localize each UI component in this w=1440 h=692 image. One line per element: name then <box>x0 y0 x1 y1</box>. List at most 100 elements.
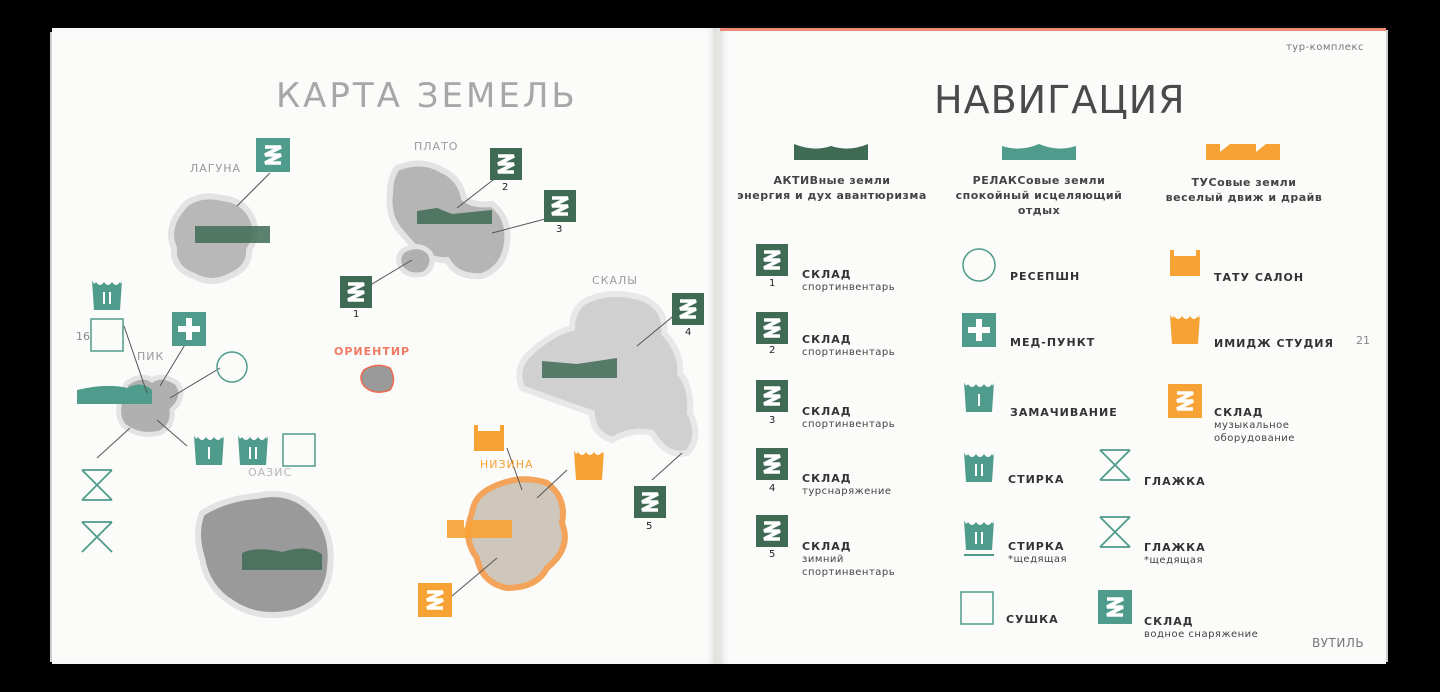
iron-gentle-legend-icon <box>1099 516 1131 548</box>
active-lands-banner-icon <box>794 144 868 160</box>
map-num-4: 4 <box>685 327 692 338</box>
page-stack-edge-right <box>1384 30 1388 662</box>
warehouse-icon-legend-5 <box>756 515 788 547</box>
label-oazis: ОАЗИС <box>248 466 293 479</box>
legend-wash-gentle-note: *щедящая <box>1008 554 1068 565</box>
warehouse-icon-legend-2 <box>756 312 788 344</box>
legend-wash-gentle: СТИРКА <box>1008 540 1065 553</box>
warehouse-icon-1 <box>340 276 372 308</box>
legend-num-5: 5 <box>769 549 776 560</box>
right-page-navigation: тур-комплекс НАВИГАЦИЯ 21 ВУТИЛЬ АКТИВны… <box>718 28 1386 664</box>
reception-circle-icon <box>216 351 248 383</box>
dry-legend-icon <box>960 591 994 625</box>
label-skaly: СКАЛЫ <box>592 274 638 287</box>
legend-music-warehouse-sub: музыкальное оборудование <box>1214 420 1295 444</box>
legend-music-warehouse: СКЛАД <box>1214 406 1264 419</box>
book-spine <box>716 28 720 664</box>
wash-legend-icon <box>964 452 994 482</box>
iron-legend-icon <box>1099 449 1131 481</box>
left-page-map: КАРТА ЗЕМЕЛЬ 16 <box>52 28 718 664</box>
legend-label-1: СКЛАД <box>802 268 852 281</box>
dry-square-icon <box>90 318 124 352</box>
legend-wash: СТИРКА <box>1008 473 1065 486</box>
legend-water-gear: СКЛАД <box>1144 615 1194 628</box>
legend-num-1: 1 <box>769 278 776 289</box>
warehouse-icon-4 <box>672 293 704 325</box>
terrain-bar-laguna <box>195 226 270 243</box>
relax-lands-banner-icon <box>1002 144 1076 160</box>
tattoo-icon <box>1170 250 1200 276</box>
label-nizina: НИЗИНА <box>480 458 534 471</box>
map-title: КАРТА ЗЕМЕЛЬ <box>276 76 578 116</box>
water-gear-warehouse-icon <box>1098 590 1132 624</box>
legend-sub-1: спортинвентарь <box>802 282 896 293</box>
page-number-left: 16 <box>76 330 90 343</box>
legend-image-studio: ИМИДЖ СТУДИЯ <box>1214 337 1334 350</box>
legend-label-2: СКЛАД <box>802 333 852 346</box>
legend-iron: ГЛАЖКА <box>1144 475 1206 488</box>
legend-sub-4: турснаряжение <box>802 486 892 497</box>
wash-gentle-legend-icon <box>964 520 994 556</box>
label-laguna: ЛАГУНА <box>190 162 242 175</box>
warehouse-icon-legend-4 <box>756 448 788 480</box>
legend-tattoo: ТАТУ САЛОН <box>1214 271 1305 284</box>
legend-soak: ЗАМАЧИВАНИЕ <box>1010 406 1118 419</box>
legend-sub-3: спортинвентарь <box>802 419 896 430</box>
soak-icon <box>194 435 224 465</box>
island-pik <box>116 374 184 437</box>
map-num-5: 5 <box>646 521 653 532</box>
warehouse-icon-laguna <box>256 138 290 172</box>
legend-iron-gentle: ГЛАЖКА <box>1144 541 1206 554</box>
terrain-bar-nizina <box>447 520 512 538</box>
top-edge-stripe <box>718 28 1386 31</box>
legend-label-3: СКЛАД <box>802 405 852 418</box>
footer-brand: ВУТИЛЬ <box>1312 636 1365 650</box>
map-num-2: 2 <box>502 182 509 193</box>
legend-sub-5: зимний спортинвентарь <box>802 554 896 578</box>
island-plato-small <box>396 244 435 278</box>
terrain-bar-plato <box>417 208 492 224</box>
terrain-bar-skaly <box>542 358 617 378</box>
island-orientir <box>360 364 395 393</box>
warehouse-icon-2 <box>490 148 522 180</box>
legend-reception: РЕСЕПШН <box>1010 270 1081 283</box>
image-studio-icon <box>1170 314 1200 344</box>
label-plato: ПЛАТО <box>414 140 459 153</box>
legend-water-gear-sub: водное снаряжение <box>1144 629 1259 640</box>
legend-num-2: 2 <box>769 345 776 356</box>
page-number-right: 21 <box>1356 334 1370 347</box>
legend-medical: МЕД-ПУНКТ <box>1010 336 1096 349</box>
warehouse-icon-music <box>418 583 452 617</box>
terrain-bar-pik <box>77 384 152 404</box>
legend-num-3: 3 <box>769 415 776 426</box>
medical-cross-icon <box>172 312 206 346</box>
map-num-1: 1 <box>353 309 360 320</box>
reception-icon <box>962 248 996 282</box>
image-studio-icon-map <box>574 450 604 480</box>
warehouse-icon-3 <box>544 190 576 222</box>
tattoo-icon-map <box>474 425 504 451</box>
iron-icon <box>81 469 113 501</box>
dry-square-icon-2 <box>282 433 316 467</box>
legend-label-5: СКЛАД <box>802 540 852 553</box>
legend-dry: СУШКА <box>1006 613 1059 626</box>
warehouse-icon-legend-3 <box>756 380 788 412</box>
soak-legend-icon <box>964 382 994 412</box>
iron-gentle-icon <box>81 521 113 553</box>
island-nizina <box>465 476 568 592</box>
label-orientir: ОРИЕНТИР <box>334 345 411 358</box>
map-num-3: 3 <box>556 224 563 235</box>
wash-icon <box>238 435 268 465</box>
legend-iron-gentle-note: *щедящая <box>1144 555 1204 566</box>
label-pik: ПИК <box>137 350 165 363</box>
wash-gentle-icon <box>92 280 122 310</box>
warehouse-icon-5 <box>634 486 666 518</box>
fun-lands-banner-icon <box>1206 144 1280 160</box>
legend-sub-2: спортинвентарь <box>802 347 896 358</box>
warehouse-icon-legend-1 <box>756 244 788 276</box>
music-warehouse-icon <box>1168 384 1202 418</box>
header-tag: тур-комплекс <box>1285 42 1364 53</box>
